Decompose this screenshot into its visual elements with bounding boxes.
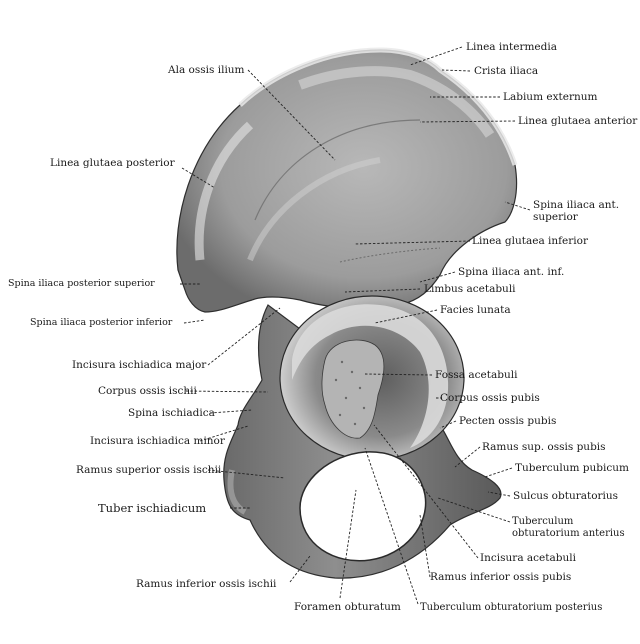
label-corpus-ossis-ischii: Corpus ossis ischii bbox=[98, 385, 197, 397]
label-fossa-acetabuli: Fossa acetabuli bbox=[435, 369, 518, 381]
label-tuberculum-pubicum: Tuberculum pubicum bbox=[515, 462, 629, 474]
label-ala-ossis-ilium: Ala ossis ilium bbox=[168, 64, 245, 76]
label-limbus-acetabuli: Limbus acetabuli bbox=[424, 283, 516, 295]
label-linea-glutaea-inferior: Linea glutaea inferior bbox=[472, 235, 588, 247]
label-sulcus-obturatorius: Sulcus obturatorius bbox=[513, 490, 619, 502]
label-ramus-sup-ossis-pubis: Ramus sup. ossis pubis bbox=[482, 441, 606, 453]
label-facies-lunata: Facies lunata bbox=[440, 304, 511, 316]
crista-iliaca-rim bbox=[238, 47, 518, 166]
label-spina-iliaca-ant-superior-2: superior bbox=[533, 211, 578, 223]
label-linea-glutaea-anterior: Linea glutaea anterior bbox=[518, 115, 638, 127]
label-ramus-inferior-ossis-ischii: Ramus inferior ossis ischii bbox=[136, 578, 277, 590]
label-labium-externum: Labium externum bbox=[503, 91, 598, 103]
label-pecten-ossis-pubis: Pecten ossis pubis bbox=[459, 415, 557, 427]
label-crista-iliaca: Crista iliaca bbox=[474, 65, 539, 77]
label-incisura-ischiadica-minor: Incisura ischiadica minor bbox=[90, 435, 225, 447]
label-tuberculum-obturatorium-posterius: Tuberculum obturatorium posterius bbox=[420, 602, 603, 613]
label-spina-ischiadica: Spina ischiadica bbox=[128, 407, 215, 419]
label-incisura-acetabuli: Incisura acetabuli bbox=[480, 552, 576, 564]
label-spina-iliaca-posterior-inferior: Spina iliaca posterior inferior bbox=[30, 317, 173, 328]
leader-lines bbox=[180, 46, 531, 605]
facies-lunata bbox=[292, 304, 449, 448]
label-linea-glutaea-posterior: Linea glutaea posterior bbox=[50, 157, 175, 169]
label-tuberculum-obturatorium-anterius-1: Tuberculum bbox=[512, 516, 574, 527]
label-spina-iliaca-ant-superior-1: Spina iliaca ant. bbox=[533, 199, 620, 211]
label-tuber-ischiadicum: Tuber ischiadicum bbox=[98, 501, 207, 515]
label-ramus-superior-ossis-ischii: Ramus superior ossis ischii bbox=[76, 464, 222, 476]
label-ramus-inferior-ossis-pubis: Ramus inferior ossis pubis bbox=[430, 571, 572, 583]
label-linea-intermedia: Linea intermedia bbox=[466, 41, 557, 53]
label-tuberculum-obturatorium-anterius-2: obturatorium anterius bbox=[512, 528, 625, 539]
label-spina-iliaca-posterior-superior: Spina iliaca posterior superior bbox=[8, 278, 155, 289]
label-spina-iliaca-ant-inf: Spina iliaca ant. inf. bbox=[458, 266, 565, 278]
label-foramen-obturatum: Foramen obturatum bbox=[294, 601, 401, 613]
label-incisura-ischiadica-major: Incisura ischiadica major bbox=[72, 359, 207, 371]
label-corpus-ossis-pubis: Corpus ossis pubis bbox=[440, 392, 540, 404]
fossa-acetabuli bbox=[321, 339, 385, 439]
